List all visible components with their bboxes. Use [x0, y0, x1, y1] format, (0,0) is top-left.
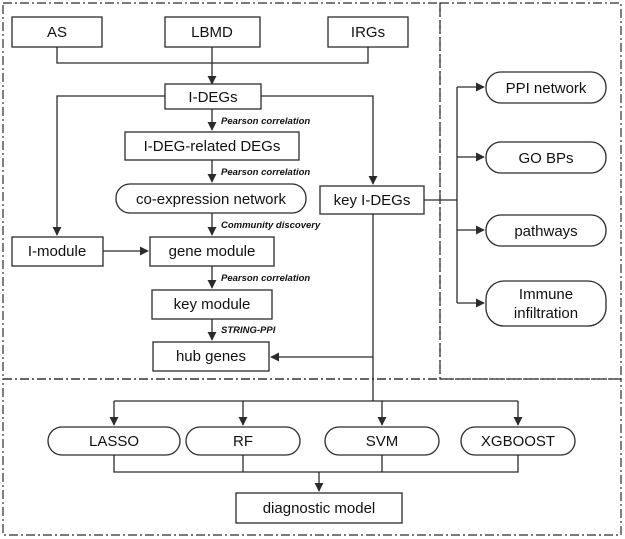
node-diag: diagnostic model	[235, 492, 403, 524]
node-imodule: I-module	[11, 236, 104, 267]
node-pathways: pathways	[485, 214, 607, 247]
connectors	[52, 47, 523, 492]
node-ideg-related: I-DEG-related DEGs	[124, 131, 300, 161]
node-rf-label: RF	[233, 433, 253, 450]
node-lasso: LASSO	[47, 426, 181, 456]
node-rf: RF	[185, 426, 301, 456]
node-svm: SVM	[324, 426, 440, 456]
node-coexp: co-expression network	[115, 183, 307, 214]
node-coexp-label: co-expression network	[136, 191, 287, 208]
node-gobps-label: GO BPs	[518, 150, 573, 167]
node-key-module: key module	[151, 289, 273, 320]
node-ideg-label: I-DEGs	[188, 89, 237, 106]
node-ideg-related-label: I-DEG-related DEGs	[144, 138, 281, 155]
node-svm-label: SVM	[366, 433, 399, 450]
node-lasso-label: LASSO	[89, 433, 139, 450]
node-as-label: AS	[47, 24, 67, 41]
edge-lasso-merge	[113, 455, 519, 473]
node-irgs-label: IRGs	[351, 24, 385, 41]
node-gene-module-label: gene module	[169, 243, 256, 260]
edge-keyideg-hub	[270, 214, 374, 362]
node-xgboost: XGBOOST	[460, 426, 576, 456]
node-immune-label-line1: Immune	[519, 286, 573, 303]
node-ppi: PPI network	[485, 71, 607, 104]
edge-label-pearson2: Pearson correlation	[221, 167, 310, 178]
edge-ideg-keyideg	[261, 95, 378, 185]
node-key-ideg-label: key I-DEGs	[334, 192, 411, 209]
node-irgs: IRGs	[327, 16, 409, 48]
node-immune-label-line2: infiltration	[514, 305, 578, 322]
node-key-module-label: key module	[174, 296, 251, 313]
node-immune: Immune infiltration	[485, 280, 607, 327]
edge-label-pearson3: Pearson correlation	[221, 273, 310, 284]
node-hub-label: hub genes	[176, 348, 246, 365]
node-lbmd-label: LBMD	[191, 24, 233, 41]
edge-label-string-ppi: STRING-PPI	[221, 325, 276, 336]
node-key-ideg: key I-DEGs	[319, 185, 425, 215]
node-pathways-label: pathways	[514, 223, 577, 240]
node-xgboost-label: XGBOOST	[481, 433, 555, 450]
node-imodule-label: I-module	[28, 243, 86, 260]
node-gobps: GO BPs	[485, 141, 607, 174]
node-hub: hub genes	[152, 341, 270, 372]
edge-label-community: Community discovery	[221, 220, 321, 231]
edge-ideg-imodule	[52, 95, 165, 236]
node-gene-module: gene module	[149, 236, 275, 267]
node-diag-label: diagnostic model	[263, 500, 376, 517]
node-lbmd: LBMD	[164, 16, 261, 48]
node-as: AS	[11, 16, 103, 48]
edge-label-pearson1: Pearson correlation	[221, 116, 310, 127]
node-ideg: I-DEGs	[164, 83, 262, 110]
panel-bottom	[2, 378, 622, 536]
node-ppi-label: PPI network	[506, 80, 587, 97]
